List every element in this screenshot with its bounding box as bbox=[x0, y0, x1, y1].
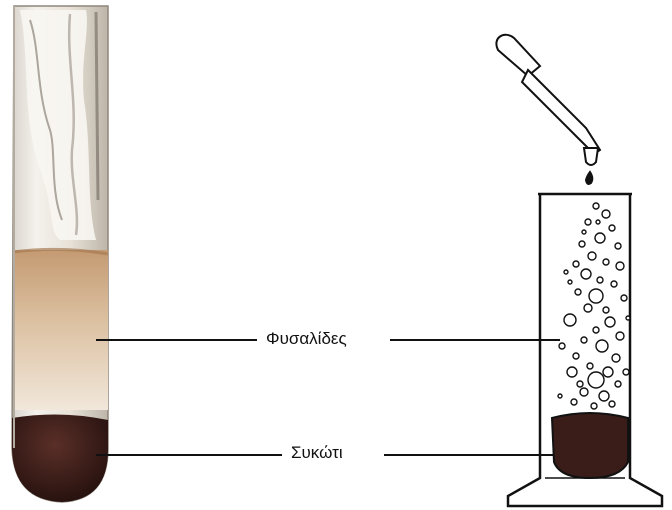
bubble bbox=[603, 307, 609, 313]
bubbles-label: Φυσαλίδες bbox=[266, 329, 347, 349]
bubble bbox=[615, 243, 621, 249]
bubble bbox=[602, 210, 610, 218]
foam-band bbox=[13, 250, 108, 410]
bubble bbox=[588, 252, 596, 260]
bubble bbox=[612, 354, 620, 362]
bubble bbox=[593, 327, 599, 333]
bubble bbox=[577, 381, 583, 387]
bubble bbox=[573, 353, 579, 359]
bubble bbox=[609, 401, 615, 407]
bubble bbox=[615, 381, 621, 387]
bubble bbox=[587, 363, 593, 369]
bubble bbox=[558, 394, 562, 398]
bubble bbox=[596, 220, 600, 224]
bubble bbox=[599, 391, 609, 401]
bubble bbox=[589, 289, 603, 303]
bubble bbox=[581, 337, 587, 343]
bubble bbox=[626, 316, 630, 320]
bubble bbox=[611, 281, 617, 287]
bubble bbox=[564, 270, 568, 274]
bubble bbox=[593, 203, 599, 209]
bubble bbox=[568, 280, 572, 284]
bubble bbox=[559, 343, 565, 349]
bubble bbox=[609, 225, 615, 231]
bubble bbox=[616, 332, 624, 340]
bubble bbox=[605, 317, 615, 327]
bubble bbox=[595, 233, 605, 243]
bubble bbox=[621, 295, 627, 301]
bubble bbox=[596, 340, 608, 352]
bubble bbox=[623, 369, 629, 375]
bubble bbox=[573, 261, 579, 267]
bubble bbox=[582, 230, 586, 234]
bubble bbox=[584, 304, 592, 312]
bubble bbox=[567, 367, 577, 377]
bubble bbox=[591, 403, 597, 409]
dropper bbox=[496, 35, 600, 184]
bubble bbox=[603, 367, 613, 377]
liver-piece-drawing bbox=[552, 413, 628, 478]
bubble bbox=[575, 289, 581, 295]
bubble bbox=[571, 399, 577, 405]
bubble bbox=[588, 372, 604, 388]
liver-piece-photo bbox=[12, 414, 108, 502]
bubble bbox=[597, 277, 603, 283]
bubbles-group bbox=[558, 203, 630, 409]
bubble bbox=[585, 219, 591, 225]
bubble bbox=[579, 241, 585, 247]
liver-label: Συκώτι bbox=[291, 443, 343, 463]
bubble bbox=[616, 262, 624, 270]
test-tube-photo bbox=[12, 6, 108, 502]
bubble bbox=[580, 388, 588, 396]
bubble bbox=[603, 259, 609, 265]
bubble bbox=[581, 269, 591, 279]
bubble bbox=[564, 314, 576, 326]
